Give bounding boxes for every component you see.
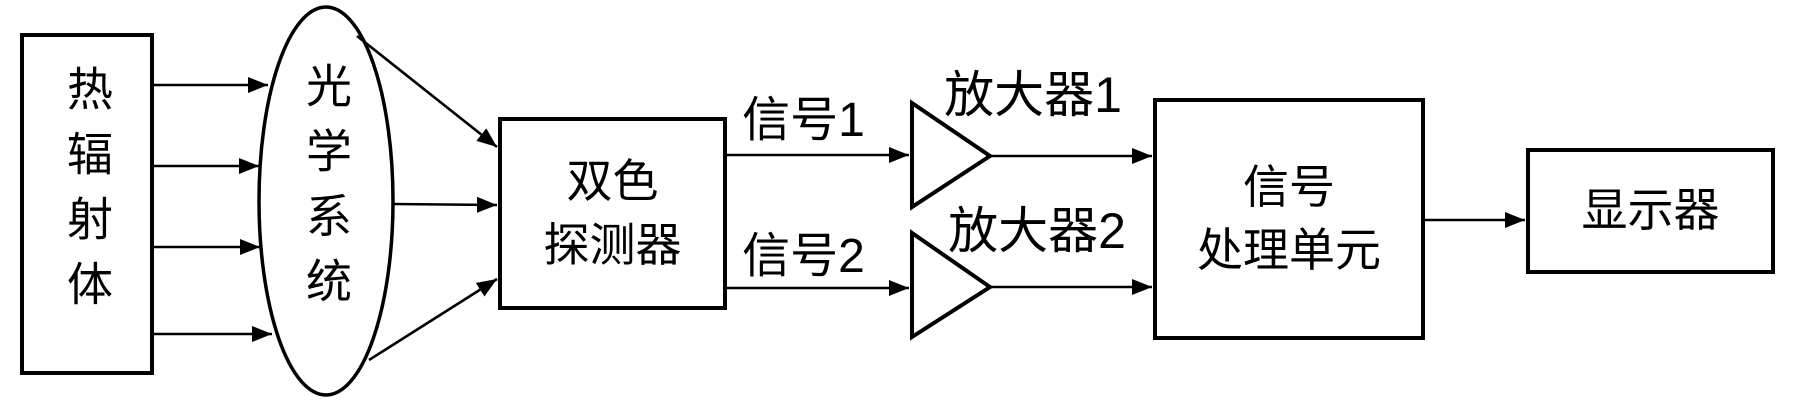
optical-system-label: 光学系统 — [300, 61, 352, 322]
amplifier1-triangle — [910, 99, 994, 211]
signal-processor-label: 信号 处理单元 — [1155, 100, 1423, 338]
amplifier2-triangle — [910, 229, 994, 341]
detector-label: 双色 探测器 — [500, 119, 725, 308]
arrow-optics-to-detector-bottom — [368, 277, 498, 362]
detector-box — [498, 117, 727, 310]
detector-label-line1: 双色 — [566, 155, 659, 208]
arrow-optics-to-detector-middle — [391, 196, 498, 213]
signal-processor-label-line2: 处理单元 — [1197, 224, 1381, 276]
arrow-optics-to-detector-top — [356, 34, 498, 149]
amplifier2-label: 放大器2 — [948, 202, 1126, 259]
display-label: 显示器 — [1581, 184, 1720, 237]
detector-label-line2: 探测器 — [543, 218, 682, 271]
amplifier1-label: 放大器1 — [944, 66, 1122, 123]
thermal-radiator-label: 热辐射体 — [61, 64, 113, 325]
display-box — [1526, 148, 1775, 274]
signal-processor-label-line1: 信号 — [1243, 160, 1335, 213]
signal1-edge-label: 信号1 — [742, 93, 865, 147]
signal-processor-box — [1153, 98, 1425, 340]
thermal-radiator-box — [20, 33, 154, 375]
signal2-edge-label: 信号2 — [742, 229, 865, 283]
optical-system-ellipse — [257, 5, 395, 397]
